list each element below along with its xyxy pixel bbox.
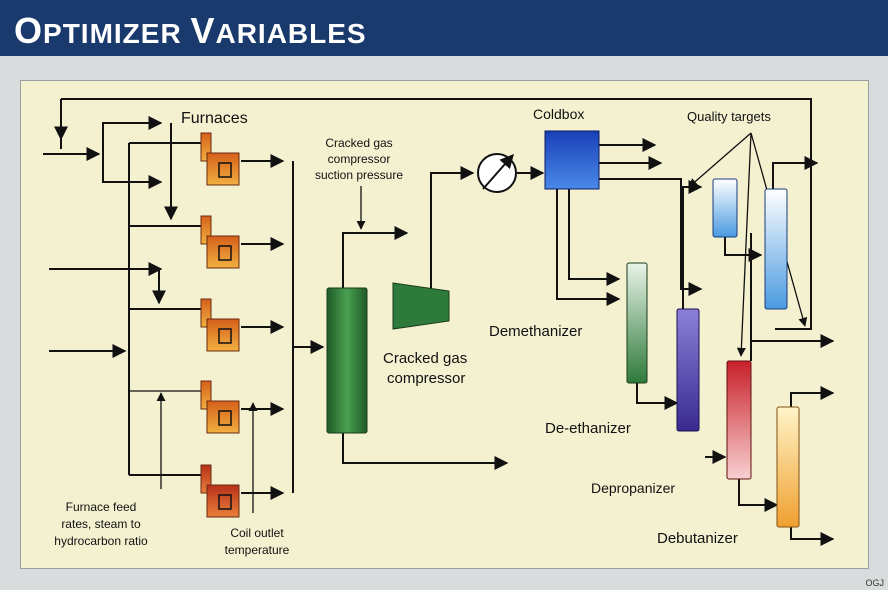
- quench-overhead: [342, 226, 409, 288]
- label-coldbox: Coldbox: [533, 106, 584, 122]
- label-suction-2: compressor: [328, 152, 391, 166]
- debut-bottoms: [790, 527, 835, 546]
- feed-split-2: [102, 154, 163, 189]
- deethanizer-column: [676, 308, 700, 432]
- cracked-gas-compressor: [392, 282, 450, 330]
- demeth-bottoms: [636, 381, 679, 410]
- label-demethanizer: Demethanizer: [489, 323, 582, 340]
- furnace-4: [200, 380, 240, 434]
- furnace-1: [200, 132, 240, 186]
- label-feed-2: rates, steam to: [61, 517, 141, 531]
- feed-split-1: [102, 116, 163, 154]
- dist-4: [129, 390, 208, 401]
- compressor-discharge: [430, 166, 475, 289]
- dist-2: [129, 225, 208, 236]
- dist-1: [129, 142, 208, 153]
- debutanizer-column: [776, 406, 800, 528]
- coldbox: [544, 130, 600, 190]
- label-feed-3: hydrocarbon ratio: [54, 534, 148, 548]
- demethanizer-column: [626, 262, 648, 384]
- label-deethanizer: De-ethanizer: [545, 420, 631, 437]
- furnace-2: [200, 215, 240, 269]
- c2-splitter-top: [772, 156, 819, 193]
- dist-3: [129, 308, 208, 319]
- depropanizer-column: [726, 360, 752, 480]
- label-furnaces: Furnaces: [181, 110, 248, 127]
- furnace-5: [200, 464, 240, 518]
- figure-title: OPTIMIZER VARIABLES: [14, 10, 367, 51]
- depro-bottoms: [738, 479, 779, 512]
- header-bar: OPTIMIZER VARIABLES: [0, 0, 888, 56]
- c2-column-small: [712, 178, 738, 238]
- label-coil-2: temperature: [225, 543, 290, 557]
- c2-feed: [724, 237, 763, 262]
- coldbox-out-3: [597, 178, 703, 296]
- label-debutanizer: Debutanizer: [657, 530, 738, 547]
- label-compressor-2: compressor: [387, 370, 465, 387]
- label-quality-targets: Quality targets: [687, 109, 771, 124]
- coldbox-to-demeth-1: [568, 187, 621, 286]
- debut-overhead: [790, 386, 835, 407]
- c2-splitter-column: [764, 188, 788, 310]
- dist-5: [129, 474, 208, 485]
- chiller-icon: [477, 153, 517, 193]
- label-feed-1: Furnace feed: [66, 500, 137, 514]
- label-suction-3: suction pressure: [315, 168, 403, 182]
- deeth-overhead: [682, 180, 703, 309]
- label-depropanizer: Depropanizer: [591, 480, 675, 496]
- furnace-3: [200, 298, 240, 352]
- quench-tower: [326, 287, 368, 434]
- label-coil-1: Coil outlet: [230, 526, 284, 540]
- quality-pointer-2: [736, 132, 752, 357]
- coldbox-to-demeth-2: [556, 187, 621, 306]
- quench-bottoms: [342, 431, 509, 470]
- source-code: OGJ: [865, 578, 884, 588]
- process-flow-diagram: Furnaces Cracked gas compressor suction …: [43, 98, 835, 557]
- label-compressor-1: Cracked gas: [383, 350, 467, 367]
- diagram-panel: Furnaces Cracked gas compressor suction …: [20, 80, 869, 569]
- label-suction-1: Cracked gas: [325, 136, 392, 150]
- quality-pointer-1: [688, 132, 752, 188]
